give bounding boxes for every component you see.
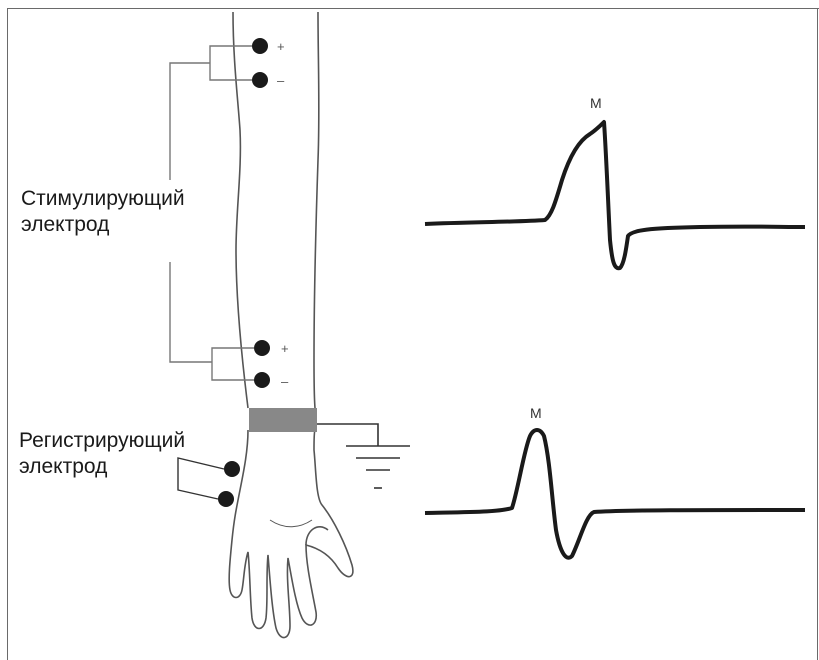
ground-wrist-band (249, 408, 317, 432)
recording-electrode-label: Регистрирующий электрод (19, 428, 185, 480)
m-peak-label-top: M (590, 95, 602, 111)
arm-right-edge (314, 12, 319, 408)
ground-symbol (317, 424, 410, 488)
hand-outline (229, 430, 353, 638)
recording-label-line1: Регистрирующий (19, 428, 185, 454)
recording-electrode (178, 458, 240, 507)
recording-label-line2: электрод (19, 454, 185, 480)
stimulating-electrode-top: + – (170, 38, 285, 180)
electrode-minus-top (252, 72, 268, 88)
recording-electrode-1 (224, 461, 240, 477)
plus-sign-bottom: + (281, 341, 289, 356)
stimulating-label-line1: Стимулирующий (21, 186, 185, 212)
electrode-plus-top (252, 38, 268, 54)
palm-crease (270, 520, 312, 527)
minus-sign-bottom: – (281, 374, 289, 389)
m-peak-label-bottom: M (530, 405, 542, 421)
minus-sign-top: – (277, 73, 285, 88)
recording-electrode-2 (218, 491, 234, 507)
stimulating-electrode-label: Стимулирующий электрод (21, 186, 185, 238)
plus-sign-top: + (277, 39, 285, 54)
stimulating-electrode-bottom: + – (170, 262, 289, 389)
m-wave-distal-trace (425, 430, 805, 558)
thumb-crease (306, 527, 328, 545)
arm-outline (229, 12, 353, 638)
stimulating-label-line2: электрод (21, 212, 185, 238)
electrode-minus-bottom (254, 372, 270, 388)
m-wave-proximal-trace (425, 122, 805, 268)
electrode-plus-bottom (254, 340, 270, 356)
